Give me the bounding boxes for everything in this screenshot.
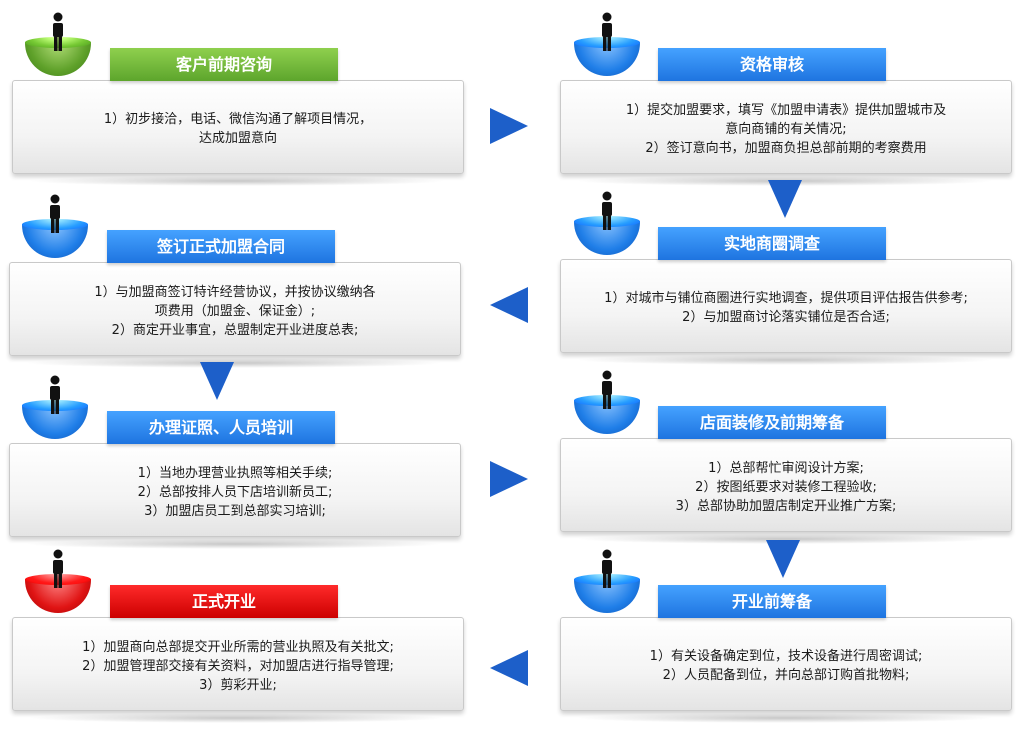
step-shadow [24, 358, 444, 368]
person-icon [50, 375, 60, 414]
step-box: 1）当地办理营业执照等相关手续; 2）总部按排人员下店培训新员工; 3）加盟店员工到… [9, 443, 461, 537]
step-description-line: 3）剪彩开业; [199, 678, 277, 693]
arrow-right-icon [490, 108, 528, 144]
step-description: 1）对城市与铺位商圈进行实地调查，提供项目评估报告供参考; 2）与加盟商讨论落实铺… [571, 289, 1001, 327]
arrow-down-icon [768, 180, 802, 218]
step-description: 1）与加盟商签订特许经营协议，并按协议缴纳各项费用（加盟金、保证金）; 2）商定开… [20, 283, 450, 340]
step-title: 正式开业 [110, 585, 338, 618]
step-description: 1）加盟商向总部提交开业所需的营业执照及有关批文; 2）加盟管理部交接有关资料，对… [23, 638, 453, 695]
step-box: 1）加盟商向总部提交开业所需的营业执照及有关批文; 2）加盟管理部交接有关资料，对… [12, 617, 464, 711]
step-title: 办理证照、人员培训 [107, 411, 335, 444]
person-icon [53, 12, 63, 51]
step-title: 实地商圈调查 [658, 227, 886, 260]
step-shadow [575, 534, 995, 544]
step-box: 1）与加盟商签订特许经营协议，并按协议缴纳各项费用（加盟金、保证金）; 2）商定开… [9, 262, 461, 356]
step-description-line: 2）与加盟商讨论落实铺位是否合适; [682, 310, 890, 325]
step-description-line: 1）当地办理营业执照等相关手续; [137, 466, 333, 481]
step-box: 1）提交加盟要求，填写《加盟申请表》提供加盟城市及意向商铺的有关情况; 2）签订意… [560, 80, 1012, 174]
step-description-line: 1）加盟商向总部提交开业所需的营业执照及有关批文; [82, 640, 394, 655]
arrow-left-icon [490, 287, 528, 323]
step-description-line: 2）签订意向书，加盟商负担总部前期的考察费用 [645, 141, 927, 156]
step-description: 1）有关设备确定到位，技术设备进行周密调试; 2）人员配备到位，并向总部订购首批物… [571, 647, 1001, 685]
step-shadow [575, 355, 995, 365]
step-description-line: 3）加盟店员工到总部实习培训; [144, 504, 326, 519]
arrow-down-icon [200, 362, 234, 400]
step-box: 1）总部帮忙审阅设计方案; 2）按图纸要求对装修工程验收; 3）总部协助加盟店制定开… [560, 438, 1012, 532]
step-description: 1）初步接洽，电话、微信沟通了解项目情况， 达成加盟意向 [23, 110, 453, 148]
step-description: 1）提交加盟要求，填写《加盟申请表》提供加盟城市及意向商铺的有关情况; 2）签订意… [571, 101, 1001, 158]
step-description-line: 2）商定开业事宜，总盟制定开业进度总表; [111, 323, 359, 338]
step-title: 资格审核 [658, 48, 886, 81]
step-description: 1）当地办理营业执照等相关手续; 2）总部按排人员下店培训新员工; 3）加盟店员工到… [20, 464, 450, 521]
person-icon [602, 191, 612, 230]
step-title: 店面装修及前期筹备 [658, 406, 886, 439]
step-description-line: 项费用（加盟金、保证金）; [154, 304, 316, 319]
person-icon [602, 370, 612, 409]
person-icon [50, 194, 60, 233]
step-title: 签订正式加盟合同 [107, 230, 335, 263]
step-description: 1）总部帮忙审阅设计方案; 2）按图纸要求对装修工程验收; 3）总部协助加盟店制定开… [571, 459, 1001, 516]
step-description-line: 1）提交加盟要求，填写《加盟申请表》提供加盟城市及 [625, 103, 947, 118]
step-description-line: 1）对城市与铺位商圈进行实地调查，提供项目评估报告供参考; [604, 291, 968, 306]
step-description-line: 1）有关设备确定到位，技术设备进行周密调试; [649, 649, 923, 664]
person-icon [602, 12, 612, 51]
step-shadow [575, 713, 995, 723]
step-title: 客户前期咨询 [110, 48, 338, 81]
step-box: 1）对城市与铺位商圈进行实地调查，提供项目评估报告供参考; 2）与加盟商讨论落实铺… [560, 259, 1012, 353]
step-description-line: 1）总部帮忙审阅设计方案; [708, 461, 864, 476]
step-description-line: 3）总部协助加盟店制定开业推广方案; [675, 499, 897, 514]
step-shadow [27, 176, 447, 186]
step-shadow [27, 713, 447, 723]
step-box: 1）初步接洽，电话、微信沟通了解项目情况， 达成加盟意向 [12, 80, 464, 174]
step-box: 1）有关设备确定到位，技术设备进行周密调试; 2）人员配备到位，并向总部订购首批物… [560, 617, 1012, 711]
step-description-line: 意向商铺的有关情况; [725, 122, 847, 137]
person-icon [602, 549, 612, 588]
step-description-line: 1）初步接洽，电话、微信沟通了解项目情况， [103, 112, 373, 127]
step-description-line: 2）人员配备到位，并向总部订购首批物料; [662, 668, 910, 683]
step-title: 开业前筹备 [658, 585, 886, 618]
step-description-line: 2）总部按排人员下店培训新员工; [137, 485, 333, 500]
step-description-line: 达成加盟意向 [198, 131, 277, 146]
arrow-down-icon [766, 540, 800, 578]
step-description-line: 2）按图纸要求对装修工程验收; [695, 480, 877, 495]
arrow-right-icon [490, 461, 528, 497]
step-shadow [24, 539, 444, 549]
person-icon [53, 549, 63, 588]
step-description-line: 1）与加盟商签订特许经营协议，并按协议缴纳各 [94, 285, 376, 300]
arrow-left-icon [490, 650, 528, 686]
step-description-line: 2）加盟管理部交接有关资料，对加盟店进行指导管理; [82, 659, 394, 674]
